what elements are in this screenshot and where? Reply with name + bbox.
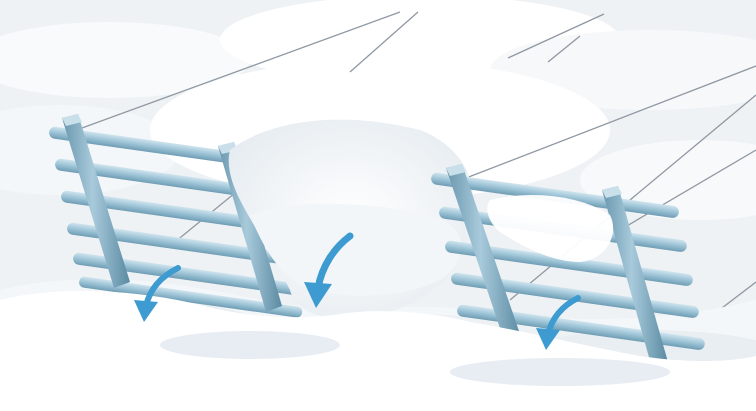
flow-arrow-center (304, 232, 354, 308)
right-fence-snow-lip (487, 195, 614, 262)
curved-down-arrow-icon (536, 328, 560, 350)
curved-down-arrow-icon (134, 300, 158, 322)
flow-arrow-right (536, 295, 581, 350)
right-fence-posts (446, 164, 668, 368)
foreground-snow-banks (0, 290, 756, 411)
snow-cornice-center (228, 119, 474, 319)
curved-down-arrow-icon (304, 282, 332, 308)
flow-arrow-left (134, 265, 181, 322)
